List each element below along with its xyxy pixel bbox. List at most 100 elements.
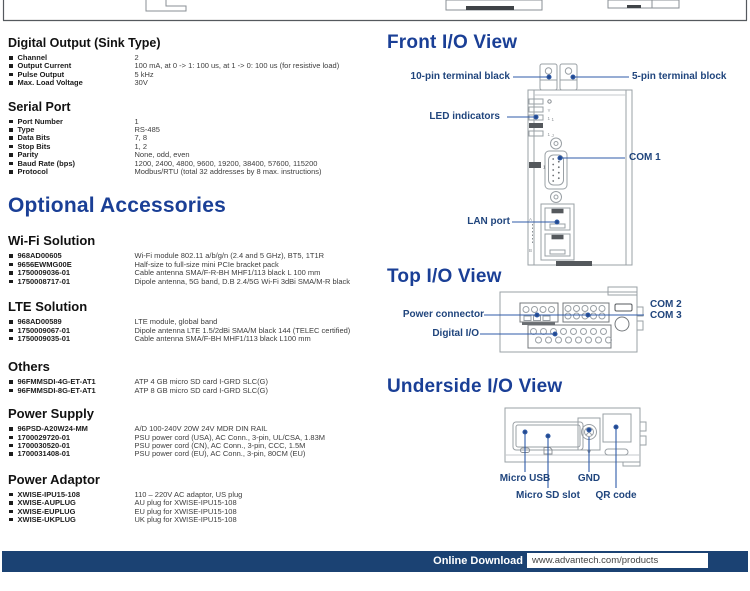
part-description: EU plug for XWISE-IPU15-108 (134, 506, 237, 516)
part-description: ATP 4 GB micro SD card I-GRD SLC(G) (134, 377, 269, 387)
part-description: Half-size to full-size mini PCIe bracket… (134, 259, 279, 269)
part-description: ATP 8 GB micro SD card I-GRD SLC(G) (134, 385, 269, 395)
svg-text:1: 1 (548, 132, 551, 137)
part-description: PSU power cord (USA), AC Conn., 3-pin, U… (134, 432, 326, 442)
label-com1: COM 1 (629, 152, 661, 163)
part-description: Wi-Fi module 802.11 a/b/g/n (2.4 and 5 G… (134, 251, 325, 261)
label-digital-io: Digital I/O (432, 328, 479, 339)
spec-label: Stop Bits (17, 141, 51, 151)
bullet-square-icon (9, 153, 13, 157)
part-description: Dipole antenna, 5G band, D.B 2.4/5G Wi-F… (134, 276, 351, 286)
part-description: LTE module, global band (134, 317, 218, 327)
label-micro-usb: Micro USB (499, 473, 551, 484)
download-url-box[interactable]: www.advantech.com/products (527, 553, 708, 568)
bullet-square-icon (9, 279, 13, 284)
part-number: XWISE-UKPLUG (17, 514, 76, 524)
section-title-power-supply: Power Supply (8, 406, 94, 422)
accessory-row: 96FMMSDI-8G-ET-AT1 ATP 8 GB micro SD car… (8, 385, 380, 395)
accessory-row: 1750009035-01 Cable antenna SMA/F-BH MHF… (8, 334, 380, 343)
part-description: 110 – 220V AC adaptor, US plug (134, 489, 243, 499)
part-number: XWISE-IPU15-108 (17, 489, 81, 499)
bullet-square-icon (9, 517, 13, 522)
accessory-rows-lte: 968AD00589 LTE module, global band 17500… (8, 317, 380, 343)
bullet-square-icon (9, 320, 13, 324)
spec-row: Parity None, odd, even (8, 150, 380, 160)
label-10pin-terminal: 10-pin terminal black (410, 71, 510, 82)
part-description: Cable antenna SMA/F-R-BH MHF1/113 black … (134, 268, 321, 278)
bullet-square-icon (9, 136, 13, 140)
front-io-view-title: Front I/O View (387, 32, 518, 53)
spec-row: Data Bits 7, 8 (8, 134, 380, 142)
accessory-row: XWISE-IPU15-108 110 – 220V AC adaptor, U… (8, 489, 380, 499)
svg-text:J: J (552, 133, 554, 138)
accessory-rows-others: 96FMMSDI-4G-ET-AT1 ATP 4 GB micro SD car… (8, 377, 380, 395)
spec-label: Max. Load Voltage (17, 78, 83, 88)
bullet-square-icon (9, 170, 13, 174)
bullet-square-icon (9, 262, 13, 267)
spec-label: Data Bits (17, 133, 51, 143)
part-number: 1750009067-01 (17, 325, 71, 335)
top-io-view-title: Top I/O View (387, 266, 502, 287)
accessory-row: 1750009067-01 Dipole antenna LTE 1.5/2dB… (8, 325, 380, 335)
bullet-square-icon (9, 443, 13, 448)
label-com3: COM 3 (650, 310, 682, 321)
part-number: 1700029720-01 (17, 432, 71, 442)
svg-text:A: A (529, 217, 532, 222)
accessory-rows-power-adaptor: XWISE-IPU15-108 110 – 220V AC adaptor, U… (8, 489, 380, 525)
online-download-label: Online Download (433, 555, 523, 567)
spec-value: 100 mA, at 0 -> 1: 100 us, at 1 -> 0: 10… (134, 61, 340, 71)
label-gnd: GND (577, 473, 601, 484)
section-title-power-adaptor: Power Adaptor (8, 471, 100, 487)
accessory-rows-wifi: 968AD00605 Wi-Fi module 802.11 a/b/g/n (… (8, 252, 380, 286)
label-power-connector: Power connector (402, 309, 484, 320)
bullet-square-icon (9, 388, 13, 393)
part-description: UK plug for XWISE-IPU15-108 (134, 514, 237, 524)
part-number: 9656EWMG00E (17, 259, 72, 269)
spec-label: Channel (17, 53, 48, 62)
spec-value: 5 kHz (134, 69, 154, 79)
section-title-lte: LTE Solution (8, 299, 88, 315)
download-url[interactable]: www.advantech.com/products (532, 555, 659, 566)
bullet-square-icon (9, 56, 13, 60)
section-title-others: Others (8, 359, 50, 375)
spec-value: 30V (134, 78, 148, 88)
accessory-row: 9656EWMG00E Half-size to full-size mini … (8, 259, 380, 269)
part-number: XWISE-AUPLUG (17, 498, 76, 508)
svg-text:1: 1 (552, 117, 555, 122)
accessory-row: 96PSD-A20W24-MM A/D 100-240V 20W 24V MDR… (8, 424, 380, 433)
label-lan-port: LAN port (467, 216, 510, 227)
part-number: XWISE-EUPLUG (17, 506, 76, 516)
bullet-square-icon (9, 492, 13, 497)
section-title-wifi: Wi-Fi Solution (8, 233, 96, 249)
spec-row: Protocol Modbus/RTU (total 32 addresses … (8, 167, 380, 176)
accessory-rows-power-supply: 96PSD-A20W24-MM A/D 100-240V 20W 24V MDR… (8, 424, 380, 459)
accessory-row: XWISE-AUPLUG AU plug for XWISE-IPU15-108 (8, 498, 380, 508)
label-led-indicators: LED indicators (429, 111, 500, 122)
bullet-square-icon (9, 254, 13, 258)
bullet-square-icon (9, 128, 13, 132)
section-title-serial-port: Serial Port (8, 99, 71, 114)
spec-label: Baud Rate (bps) (17, 158, 76, 168)
spec-row: Channel 2 (8, 53, 380, 62)
part-description: Dipole antenna LTE 1.5/2dBi SMA/M black … (134, 325, 351, 335)
spec-value: 1 (134, 116, 139, 126)
accessory-row: XWISE-EUPLUG EU plug for XWISE-IPU15-108 (8, 506, 380, 516)
accessory-row: XWISE-UKPLUG UK plug for XWISE-IPU15-108 (8, 514, 380, 524)
part-description: AU plug for XWISE-IPU15-108 (134, 498, 237, 508)
top-io-drawing (480, 286, 644, 353)
part-number: 96FMMSDI-4G-ET-AT1 (17, 377, 96, 387)
bullet-square-icon (9, 64, 13, 68)
bullet-square-icon (9, 271, 13, 275)
spec-row: Pulse Output 5 kHz (8, 69, 380, 79)
accessory-row: 96FMMSDI-4G-ET-AT1 ATP 4 GB micro SD car… (8, 377, 380, 387)
spec-row: Type RS-485 (8, 125, 380, 135)
spec-label: Parity (17, 150, 39, 160)
svg-text:1: 1 (543, 165, 546, 170)
svg-text:B: B (529, 248, 532, 253)
spec-row: Max. Load Voltage 30V (8, 78, 380, 88)
spec-value: RS-485 (134, 125, 160, 135)
accessory-row: 1700031408-01 PSU power cord (EU), AC Co… (8, 449, 380, 458)
spec-label: Type (17, 125, 35, 135)
accessory-row: 1750008717-01 Dipole antenna, 5G band, D… (8, 276, 380, 286)
